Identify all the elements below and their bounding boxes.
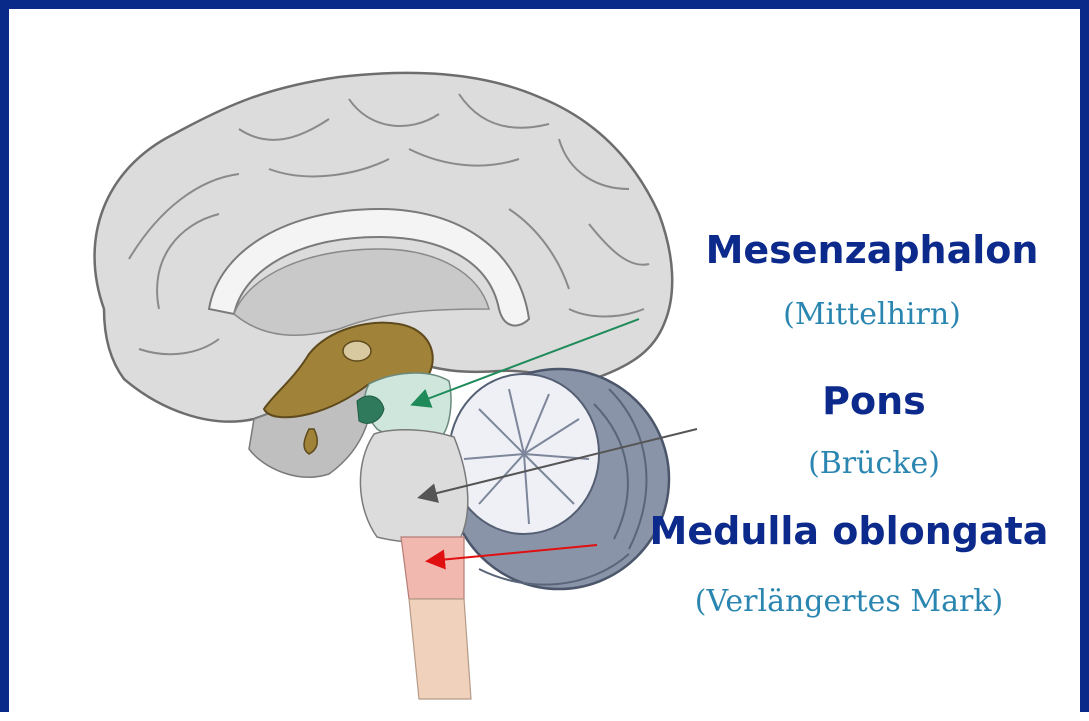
medulla-region: [401, 537, 464, 599]
spinal-cord: [409, 599, 471, 699]
label-pons-title: Pons: [659, 382, 1089, 420]
label-medulla-subtitle: (Verlängertes Mark): [609, 587, 1089, 617]
pons-region: [360, 430, 467, 543]
label-mesencephalon-title: Mesenzaphalon: [657, 231, 1087, 269]
label-medulla-title: Medulla oblongata: [609, 512, 1089, 550]
label-mesencephalon-subtitle: (Mittelhirn): [657, 300, 1087, 330]
label-pons-subtitle: (Brücke): [659, 449, 1089, 479]
